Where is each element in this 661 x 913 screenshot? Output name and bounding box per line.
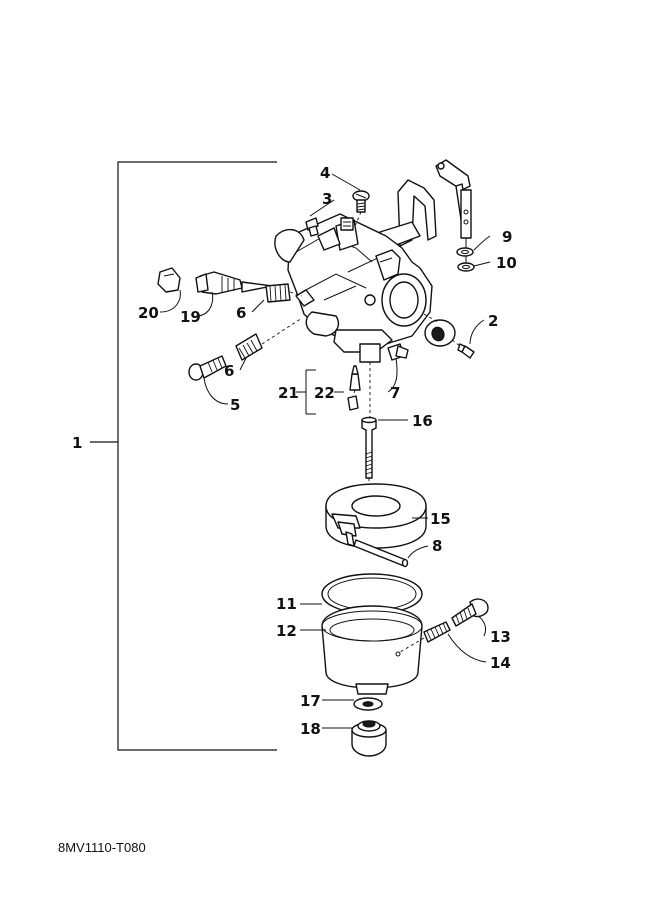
callout-6b: 6: [224, 362, 234, 380]
callout-3: 3: [322, 190, 332, 208]
callout-8: 8: [432, 537, 442, 555]
assembly-bracket: [90, 161, 277, 751]
pilot-screw-cap-part: [157, 267, 181, 293]
washer-17-part: [353, 697, 383, 711]
callout-6a: 6: [236, 304, 246, 322]
screw-7-part: [387, 343, 409, 361]
needle-clip-part: [347, 395, 359, 411]
spring-14-part: [423, 621, 451, 643]
callout-4: 4: [320, 164, 330, 182]
callout-13: 13: [490, 628, 511, 646]
screw-2-part: [457, 343, 475, 359]
float-bowl-part: [321, 605, 423, 695]
pilot-screw-part: [195, 271, 273, 295]
callout-20: 20: [138, 304, 159, 322]
callout-12: 12: [276, 622, 297, 640]
pilot-hose-part: [295, 289, 340, 337]
spring-6-upper-part: [265, 283, 291, 303]
spring-6-lower-part: [235, 333, 263, 361]
screw-3-part: [305, 217, 319, 237]
throttle-valve-part: [424, 319, 456, 347]
choke-lever-part: [435, 159, 472, 239]
callout-17: 17: [300, 692, 321, 710]
callout-18: 18: [300, 720, 321, 738]
needle-valve-part: [349, 365, 361, 391]
callout-2: 2: [488, 312, 498, 330]
callout-10: 10: [496, 254, 517, 272]
washer-10-part: [457, 262, 475, 272]
float-pin-part: [353, 539, 409, 568]
drain-bolt-part: [351, 720, 387, 757]
idle-jet-holder-part: [317, 217, 359, 251]
callout-22: 22: [314, 384, 335, 402]
callout-9: 9: [502, 228, 512, 246]
callout-7: 7: [390, 384, 400, 402]
callout-11: 11: [276, 595, 297, 613]
choke-plate-part: [274, 229, 305, 263]
drain-screw-part: [451, 598, 489, 627]
float-part: [325, 483, 427, 549]
screw-5-part: [188, 355, 227, 381]
callout-14: 14: [490, 654, 511, 672]
callout-16: 16: [412, 412, 433, 430]
screw-4-part: [352, 190, 370, 213]
callout-15: 15: [430, 510, 451, 528]
washer-9-part: [456, 247, 474, 257]
diagram-reference-code: 8MV1110-T080: [58, 840, 146, 855]
callout-21: 21: [278, 384, 299, 402]
leader-lines: [159, 173, 491, 729]
callout-19: 19: [180, 308, 201, 326]
callout-1: 1: [72, 434, 82, 452]
callout-5: 5: [230, 396, 240, 414]
callout-labels: 1 2 3 4 5 6 6 7 8 9 10 11 12 13 14 15 16…: [72, 164, 517, 738]
main-nozzle-part: [361, 416, 377, 479]
